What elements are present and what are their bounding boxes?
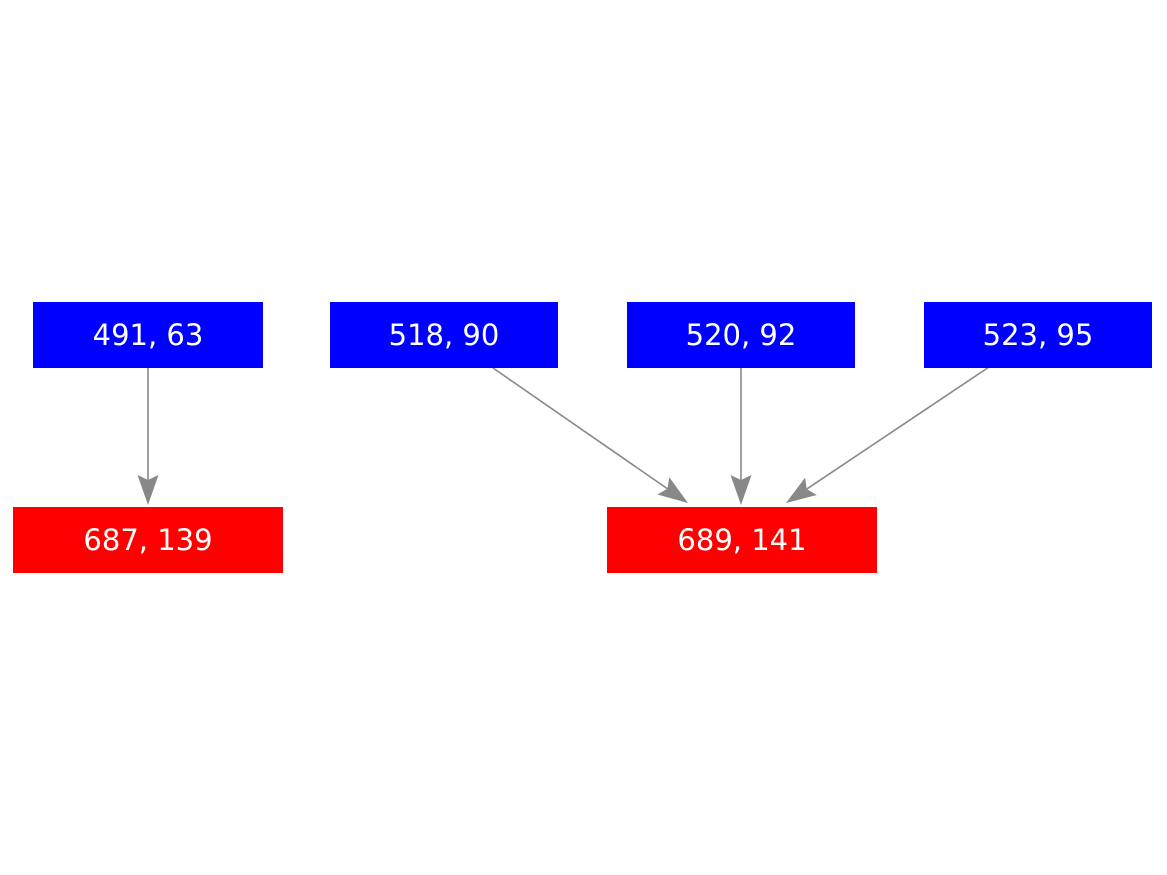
edge-line-blue-2-red-2 [492, 367, 668, 490]
graph-node-red-1: 687, 139 [13, 507, 283, 573]
graph-node-blue-1: 491, 63 [33, 302, 263, 368]
node-label: 523, 95 [982, 317, 1094, 352]
edge-arrowhead-blue-1-red-1 [137, 475, 159, 505]
edge-line-blue-4-red-2 [806, 366, 990, 490]
graph-node-blue-2: 518, 90 [330, 302, 558, 368]
graph-node-blue-3: 520, 92 [627, 302, 855, 368]
edge-arrowhead-blue-3-red-2 [730, 475, 752, 505]
node-label: 491, 63 [92, 317, 204, 352]
edge-arrowhead-blue-2-red-2 [657, 477, 688, 503]
node-label: 518, 90 [388, 317, 500, 352]
graph-node-red-2: 689, 141 [607, 507, 877, 573]
graph-node-blue-4: 523, 95 [924, 302, 1152, 368]
node-label: 520, 92 [685, 317, 797, 352]
node-label: 687, 139 [83, 522, 213, 557]
edge-arrowhead-blue-4-red-2 [786, 477, 817, 503]
node-label: 689, 141 [677, 522, 807, 557]
